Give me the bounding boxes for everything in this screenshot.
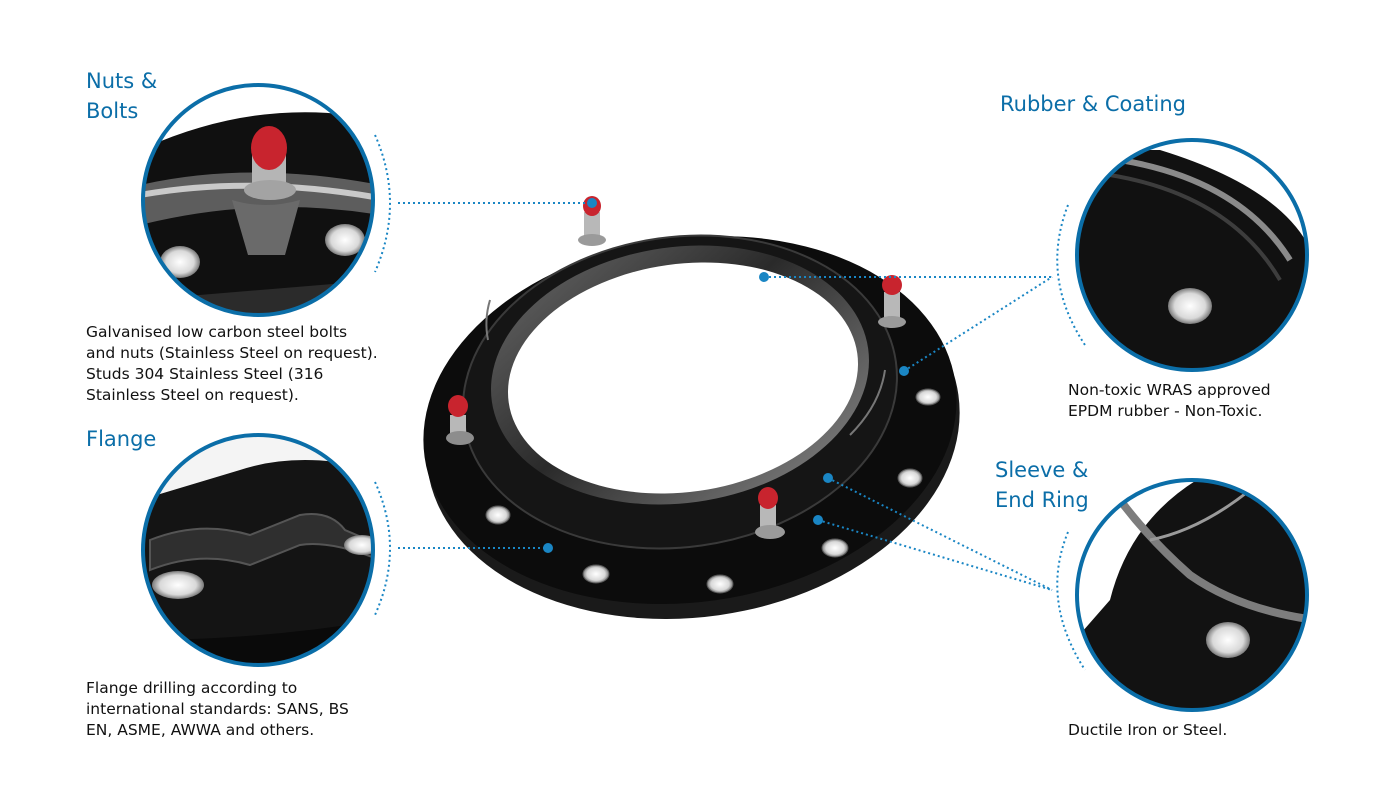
flange-description-line: Flange drilling according to xyxy=(86,679,298,697)
nuts-bolts-heading-line: Bolts xyxy=(86,99,139,123)
flange-description: Flange drilling according to internation… xyxy=(86,678,349,741)
rubber-coating-description-line: Non-toxic WRAS approved xyxy=(1068,381,1271,399)
flange-description-line: international standards: SANS, BS xyxy=(86,700,349,718)
flange-heading: Flange xyxy=(86,424,156,454)
leader-lines xyxy=(398,202,1053,591)
rubber-coating-heading-line: Rubber & Coating xyxy=(1000,92,1186,116)
nuts-bolts-detail-image xyxy=(141,83,375,317)
sleeve-end-ring-heading-line: Sleeve & xyxy=(995,458,1089,482)
nuts-bolts-description-line: and nuts (Stainless Steel on request). xyxy=(86,344,378,362)
rubber-coating-heading: Rubber & Coating xyxy=(1000,89,1186,119)
nuts-bolts-description: Galvanised low carbon steel bolts and nu… xyxy=(86,322,378,406)
flange-bolt-holes xyxy=(485,388,941,594)
nuts-bolts-description-line: Studs 304 Stainless Steel (316 xyxy=(86,365,324,383)
sleeve-end-ring-description-line: Ductile Iron or Steel. xyxy=(1068,721,1228,739)
flange-description-line: EN, ASME, AWWA and others. xyxy=(86,721,315,739)
flange-product-image xyxy=(423,196,960,619)
rubber-coating-detail-image xyxy=(1075,138,1309,372)
sleeve-end-ring-heading: Sleeve & End Ring xyxy=(995,455,1089,515)
sleeve-end-ring-detail-image xyxy=(1075,478,1309,712)
rubber-coating-description: Non-toxic WRAS approved EPDM rubber - No… xyxy=(1068,380,1271,422)
sleeve-end-ring-description: Ductile Iron or Steel. xyxy=(1068,720,1227,741)
flange-detail-image xyxy=(141,433,375,667)
rubber-coating-description-line: EPDM rubber - Non-Toxic. xyxy=(1068,402,1263,420)
flange-heading-line: Flange xyxy=(86,427,157,451)
bracket-arcs xyxy=(374,134,1086,671)
nuts-bolts-heading: Nuts & Bolts xyxy=(86,66,157,126)
product-bolts xyxy=(446,196,906,539)
nuts-bolts-heading-line: Nuts & xyxy=(86,69,158,93)
nuts-bolts-description-line: Stainless Steel on request). xyxy=(86,386,299,404)
sleeve-end-ring-heading-line: End Ring xyxy=(995,488,1089,512)
nuts-bolts-description-line: Galvanised low carbon steel bolts xyxy=(86,323,348,341)
leader-dots xyxy=(543,198,909,553)
